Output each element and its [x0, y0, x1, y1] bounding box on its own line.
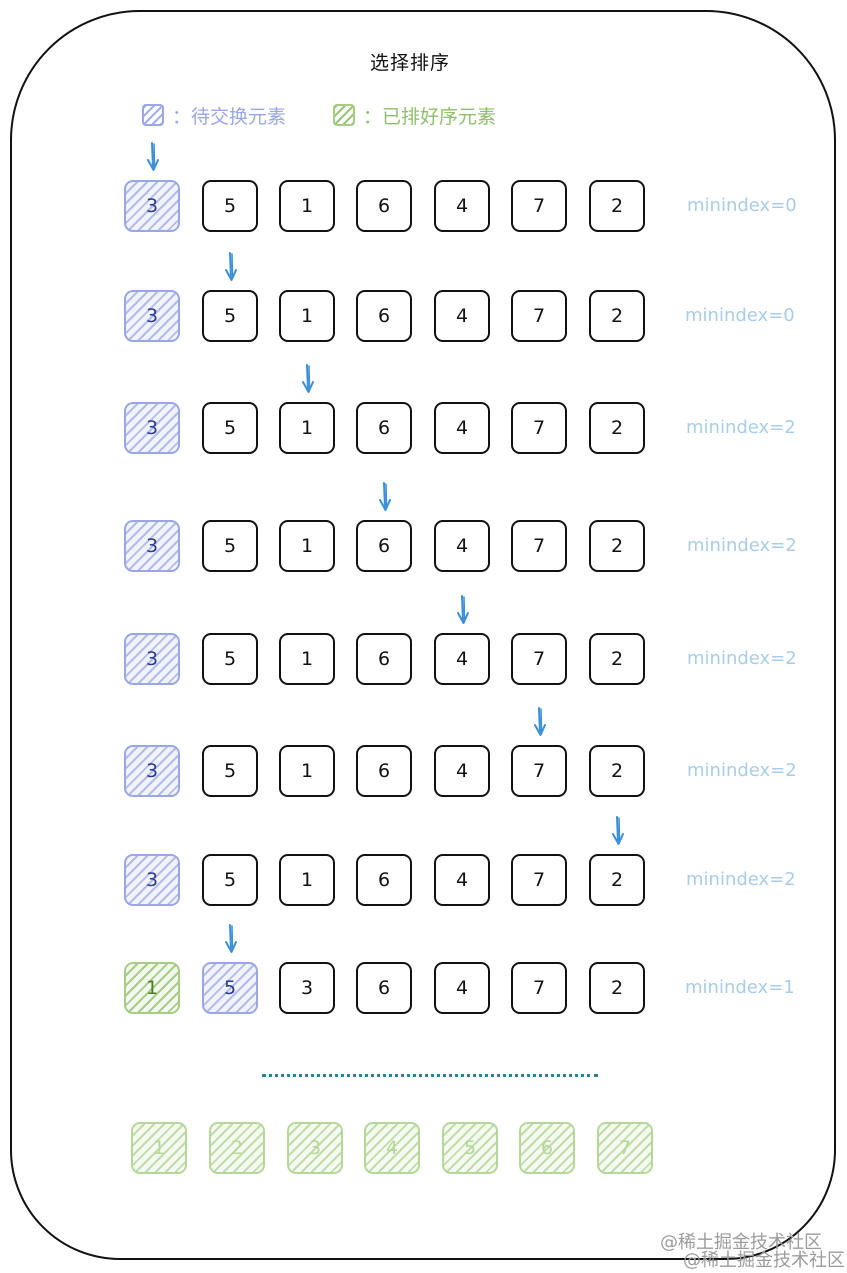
array-cell: 1 — [279, 854, 335, 906]
minindex-label: minindex=2 — [686, 869, 796, 890]
array-cell: 2 — [589, 290, 645, 342]
array-cell: 1 — [279, 402, 335, 454]
watermark-shadow: @稀土掘金技术社区 — [683, 1250, 845, 1271]
final-sorted-cell: 6 — [519, 1122, 575, 1174]
pointer-arrow-icon — [456, 595, 470, 625]
array-cell: 6 — [356, 745, 412, 797]
array-cell: 5 — [202, 402, 258, 454]
minindex-label: minindex=1 — [685, 977, 795, 998]
diagram-title: 选择排序 — [369, 52, 450, 74]
watermark: @稀土掘金技术社区 — [660, 1232, 822, 1253]
array-cell: 5 — [202, 290, 258, 342]
pending-cell: 3 — [124, 402, 180, 454]
array-cell: 6 — [356, 962, 412, 1014]
array-cell: 6 — [356, 633, 412, 685]
pending-cell: 3 — [124, 854, 180, 906]
array-cell: 6 — [356, 180, 412, 232]
legend-pending: ：待交换元素 — [142, 101, 286, 129]
pointer-arrow-icon — [611, 816, 625, 846]
array-cell: 2 — [589, 402, 645, 454]
array-cell: 4 — [434, 854, 490, 906]
minindex-label: minindex=2 — [687, 535, 797, 556]
array-cell: 2 — [589, 962, 645, 1014]
array-cell: 6 — [356, 520, 412, 572]
pending-cell: 5 — [202, 962, 258, 1014]
pending-swatch-icon — [142, 104, 164, 126]
pending-cell: 3 — [124, 180, 180, 232]
array-cell: 1 — [279, 745, 335, 797]
array-cell: 2 — [589, 745, 645, 797]
final-sorted-cell: 7 — [597, 1122, 653, 1174]
array-cell: 7 — [511, 745, 567, 797]
array-cell: 7 — [511, 854, 567, 906]
pending-cell: 3 — [124, 520, 180, 572]
array-cell: 4 — [434, 290, 490, 342]
array-cell: 4 — [434, 633, 490, 685]
array-cell: 3 — [279, 962, 335, 1014]
final-sorted-cell: 3 — [287, 1122, 343, 1174]
minindex-label: minindex=0 — [687, 195, 797, 216]
sorted-swatch-icon — [333, 104, 355, 126]
array-cell: 7 — [511, 180, 567, 232]
array-cell: 2 — [589, 520, 645, 572]
final-sorted-cell: 5 — [442, 1122, 498, 1174]
array-cell: 6 — [356, 854, 412, 906]
minindex-label: minindex=2 — [686, 417, 796, 438]
diagram-frame — [10, 10, 836, 1260]
final-sorted-cell: 1 — [131, 1122, 187, 1174]
array-cell: 5 — [202, 633, 258, 685]
sorted-cell: 1 — [124, 962, 180, 1014]
final-sorted-cell: 4 — [364, 1122, 420, 1174]
legend-sorted: ：已排好序元素 — [333, 101, 496, 129]
array-cell: 1 — [279, 520, 335, 572]
pointer-arrow-icon — [533, 707, 547, 737]
array-cell: 2 — [589, 633, 645, 685]
pointer-arrow-icon — [378, 482, 392, 512]
array-cell: 7 — [511, 402, 567, 454]
array-cell: 4 — [434, 402, 490, 454]
array-cell: 2 — [589, 854, 645, 906]
array-cell: 1 — [279, 633, 335, 685]
array-cell: 6 — [356, 402, 412, 454]
array-cell: 5 — [202, 180, 258, 232]
array-cell: 1 — [279, 180, 335, 232]
pending-cell: 3 — [124, 745, 180, 797]
pending-cell: 3 — [124, 290, 180, 342]
array-cell: 7 — [511, 633, 567, 685]
pointer-arrow-icon — [224, 924, 238, 954]
pointer-arrow-icon — [224, 252, 238, 282]
array-cell: 7 — [511, 520, 567, 572]
final-sorted-cell: 2 — [209, 1122, 265, 1174]
legend-pending-label: ：待交换元素 — [172, 105, 287, 128]
ellipsis-dotted-line — [262, 1074, 598, 1077]
array-cell: 4 — [434, 180, 490, 232]
array-cell: 1 — [279, 290, 335, 342]
minindex-label: minindex=2 — [687, 760, 797, 781]
array-cell: 7 — [511, 290, 567, 342]
array-cell: 4 — [434, 745, 490, 797]
array-cell: 5 — [202, 854, 258, 906]
minindex-label: minindex=2 — [687, 648, 797, 669]
array-cell: 5 — [202, 745, 258, 797]
array-cell: 4 — [434, 520, 490, 572]
array-cell: 6 — [356, 290, 412, 342]
pointer-arrow-icon — [146, 142, 160, 172]
pointer-arrow-icon — [301, 364, 315, 394]
array-cell: 2 — [589, 180, 645, 232]
array-cell: 7 — [511, 962, 567, 1014]
array-cell: 5 — [202, 520, 258, 572]
array-cell: 4 — [434, 962, 490, 1014]
pending-cell: 3 — [124, 633, 180, 685]
legend-sorted-label: ：已排好序元素 — [363, 105, 497, 128]
minindex-label: minindex=0 — [685, 305, 795, 326]
